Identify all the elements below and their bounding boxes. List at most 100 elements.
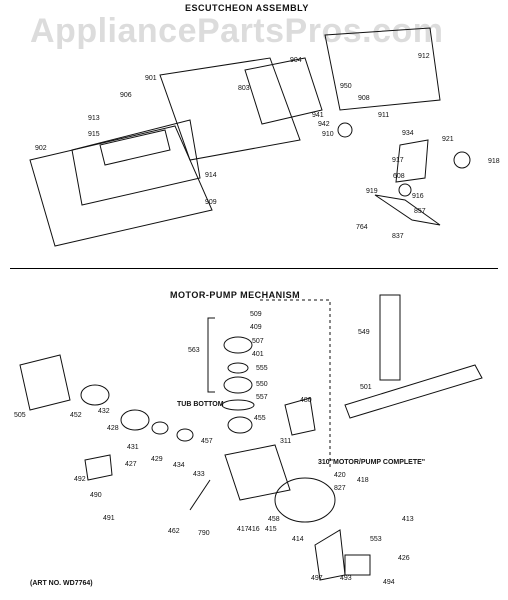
lever-857 (374, 194, 441, 226)
part-label-790: 790 (198, 530, 210, 537)
part-label-491: 491 (103, 515, 115, 522)
part-label-429: 429 (151, 456, 163, 463)
filter-455 (227, 416, 253, 434)
part-label-914: 914 (205, 172, 217, 179)
part-label-418: 418 (357, 477, 369, 484)
plate-492 (84, 454, 113, 481)
pump-housing (224, 444, 291, 501)
part-label-507: 507 (252, 338, 264, 345)
part-label-902: 902 (35, 145, 47, 152)
part-label-417: 417 (237, 526, 249, 533)
part-label-505: 505 (14, 412, 26, 419)
part-label-455: 455 (254, 415, 266, 422)
bracket-497 (314, 529, 346, 581)
part-label-494: 494 (383, 579, 395, 586)
part-label-909: 909 (205, 199, 217, 206)
part-label-857: 857 (414, 208, 426, 215)
part-label-553: 553 (370, 536, 382, 543)
part-label-549: 549 (358, 329, 370, 336)
gasket-557 (221, 399, 255, 411)
seal-452 (80, 384, 110, 406)
part-label-490: 490 (90, 492, 102, 499)
bracket-563 (207, 317, 215, 393)
control-board-904 (244, 57, 323, 125)
part-label-414: 414 (292, 536, 304, 543)
part-label-912: 912 (418, 53, 430, 60)
part-label-917: 917 (392, 157, 404, 164)
knob-918 (453, 151, 471, 169)
part-label-401: 401 (252, 351, 264, 358)
part-label-910: 910 (322, 131, 334, 138)
part-label-921: 921 (442, 136, 454, 143)
art-number: (ART NO. WD7764) (30, 580, 93, 587)
part-label-608: 608 (393, 173, 405, 180)
part-label-764: 764 (356, 224, 368, 231)
part-label-458: 458 (268, 516, 280, 523)
part-label-413: 413 (402, 516, 414, 523)
part-label-904: 904 (290, 57, 302, 64)
part-label-433: 433 (193, 471, 205, 478)
part-label-432: 432 (98, 408, 110, 415)
section-title-motor-pump: MOTOR-PUMP MECHANISM (170, 290, 301, 300)
chopper-505 (19, 354, 71, 411)
block-493 (344, 554, 371, 576)
part-label-497: 497 (311, 575, 323, 582)
part-label-426: 426 (398, 555, 410, 562)
part-label-934: 934 (402, 130, 414, 137)
part-label-911: 911 (378, 112, 389, 119)
part-label-919: 919 (366, 188, 378, 195)
part-label-509: 509 (250, 311, 262, 318)
tub-bottom-label: TUB BOTTOM (177, 401, 224, 408)
housing-912 (324, 27, 441, 111)
part-label-913: 913 (88, 115, 100, 122)
knob-910 (337, 122, 353, 138)
panel-909 (71, 119, 201, 206)
motor-pump-complete-label: 310"MOTOR/PUMP COMPLETE" (318, 459, 426, 466)
part-label-550: 550 (256, 381, 268, 388)
ring-555 (227, 362, 249, 374)
part-label-942: 942 (318, 121, 330, 128)
tube-549 (379, 294, 401, 381)
spray-arm-501 (344, 364, 483, 419)
part-label-427: 427 (125, 461, 137, 468)
part-label-480: 480 (300, 397, 312, 404)
part-label-837: 837 (392, 233, 404, 240)
part-label-493: 493 (340, 575, 352, 582)
part-label-803: 803 (238, 85, 250, 92)
section-title-escutcheon: ESCUTCHEON ASSEMBLY (185, 3, 309, 13)
bracket-917 (395, 139, 429, 183)
section-divider (10, 268, 498, 269)
part-label-915: 915 (88, 131, 100, 138)
part-label-452: 452 (70, 412, 82, 419)
motor-414 (274, 477, 336, 523)
part-label-434: 434 (173, 462, 185, 469)
part-label-555: 555 (256, 365, 268, 372)
part-label-941: 941 (312, 112, 324, 119)
impeller-428 (120, 409, 150, 431)
panel-913 (99, 129, 171, 166)
part-label-311: 311 (280, 438, 291, 445)
dashed-outline (260, 299, 331, 470)
part-label-563: 563 (188, 347, 200, 354)
switch-916 (398, 183, 412, 197)
housing-550 (223, 376, 253, 394)
part-label-492: 492 (74, 476, 86, 483)
escutcheon-901 (159, 57, 301, 161)
part-label-950: 950 (340, 83, 352, 90)
part-label-557: 557 (256, 394, 268, 401)
watermark: AppliancePartsPros.com (30, 12, 444, 50)
part-label-827: 827 (334, 485, 346, 492)
part-label-462: 462 (168, 528, 180, 535)
part-label-420: 420 (334, 472, 346, 479)
panel-902 (29, 125, 213, 247)
impeller-507 (223, 336, 253, 354)
part-label-409: 409 (250, 324, 262, 331)
part-label-457: 457 (201, 438, 213, 445)
bracket-480 (284, 397, 316, 436)
hose-462 (189, 479, 211, 511)
part-label-501: 501 (360, 384, 372, 391)
seal-431 (151, 421, 169, 435)
seal-429 (176, 428, 194, 442)
part-label-906: 906 (120, 92, 132, 99)
